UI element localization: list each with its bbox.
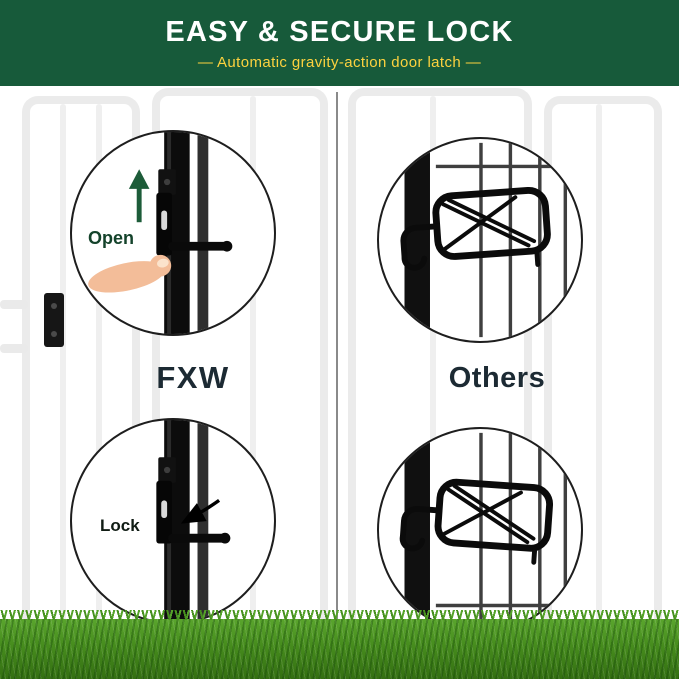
lock-label: Lock: [100, 516, 140, 535]
grass-strip: [0, 610, 679, 679]
fence-panel: [152, 88, 328, 636]
fence-connector: [44, 293, 64, 347]
open-label: Open: [88, 228, 135, 248]
fence-bar: [430, 96, 436, 636]
fence-bar: [596, 104, 602, 624]
latch-open-illustration: [156, 169, 233, 256]
wire-latch-illustration: [400, 186, 551, 271]
fence-panel: [544, 96, 662, 636]
gate-post: [404, 432, 430, 628]
latch-open-scene: [88, 132, 233, 334]
brand-others: Others: [448, 362, 546, 394]
banner-subtitle: — Automatic gravity-action door latch —: [197, 53, 482, 71]
fence-panel: [348, 88, 532, 636]
gate-post: [404, 142, 430, 338]
comparison-divider: [336, 92, 338, 620]
circle-fxw-lock: Lock: [70, 418, 276, 624]
wire-latch-scene: [400, 142, 578, 338]
fence-rail: [0, 300, 28, 309]
fence-bar: [96, 104, 102, 624]
wire-latch-illustration: [399, 478, 554, 565]
fence-panel: [22, 96, 140, 636]
latch-lock-illustration: [156, 457, 231, 544]
fence-bar: [60, 104, 66, 624]
latch-lock-scene: [156, 420, 231, 622]
finger-press-icon: [88, 254, 172, 293]
fence-wires: [435, 142, 578, 338]
circle-fxw-open: Open: [70, 130, 276, 336]
arrow-up-icon: [128, 169, 150, 223]
circle-others-bottom: [377, 427, 583, 633]
circle-others-top: [377, 137, 583, 343]
fence-rail: [0, 344, 28, 353]
banner-title: EASY & SECURE LOCK: [165, 15, 514, 48]
banner: EASY & SECURE LOCK — Automatic gravity-a…: [0, 0, 679, 86]
fence-bar: [250, 96, 256, 636]
brand-fxw: FXW: [156, 360, 230, 395]
arrow-pointer-icon: [180, 499, 221, 524]
wire-latch-scene: [399, 432, 578, 628]
